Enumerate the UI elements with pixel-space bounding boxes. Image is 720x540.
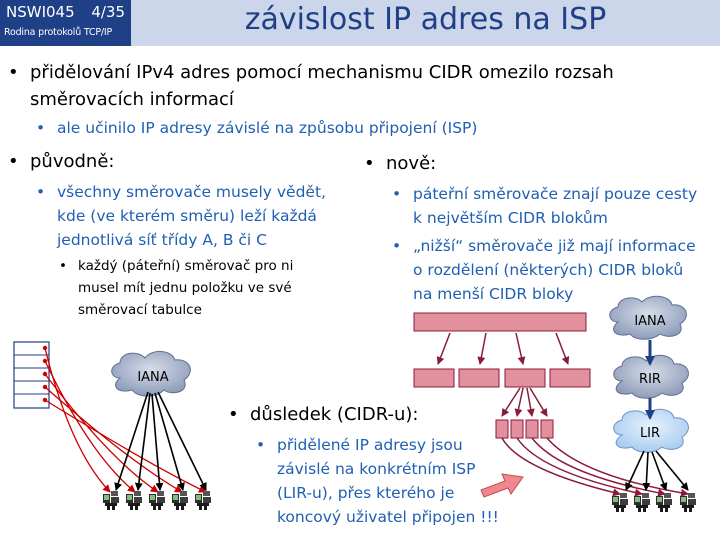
bullet-dot: • [8,151,19,172]
puvodne-detail-line3: směrovací tabulce [78,302,202,318]
routing-table-arrows [44,347,207,493]
dusledek-line4: koncový uživatel připojen !!! [277,508,499,526]
iana-right-label: IANA [634,314,665,329]
puvodne-line1: všechny směrovače musely vědět, [57,183,326,201]
lir-label: LIR [640,426,660,441]
nove-line3: „nižší“ směrovače již mají informace [413,237,696,255]
computer-icon [172,491,188,510]
slide-header: NSWI045 4/35 Rodina protokolů TCP/IP záv… [0,0,720,46]
pointer-arrow [480,473,524,498]
puvodne-detail-line2: musel mít jednu položku ve své [78,280,292,296]
bullet-cidr-line1: přidělování IPv4 adres pomocí mechanismu… [30,62,614,83]
dusledek-line1: přidělené IP adresy jsou [277,436,463,454]
computer-icon [103,491,119,510]
bullet-dot: • [36,119,46,137]
iana-left-label: IANA [137,370,168,385]
nove-line2: k největším CIDR blokům [413,209,608,227]
heading-dusledek: důsledek (CIDR-u): [250,404,419,425]
dusledek-line3: (LIR-u), přes kterého je [277,484,455,502]
bullet-isp-dependence: ale učinilo IP adresy závislé na způsobu… [57,119,478,137]
lir-arrows [625,450,689,491]
rir-label: RIR [639,372,661,387]
heading-nove: nově: [386,153,437,174]
course-subtitle: Rodina protokolů TCP/IP [4,27,112,38]
lir-cloud: LIR [613,408,689,453]
computer-icon [126,491,142,510]
dusledek-line2: závislé na konkrétním ISP [277,460,476,478]
computer-icon [195,491,211,510]
nove-line5: na menší CIDR bloky [413,285,574,303]
bullet-dot: • [364,153,375,174]
bullet-dot: • [256,436,266,454]
iana-cloud-right: IANA [609,295,687,340]
computer-icon [656,493,672,512]
heading-puvodne: původně: [30,151,115,172]
slide-number: 4/35 [91,3,125,21]
right-end-users [612,493,696,512]
puvodne-line2: kde (ve kterém směru) leží každá [57,207,317,225]
nove-line1: páteřní směrovače znají pouze cesty [413,185,698,203]
rir-cloud: RIR [613,354,689,399]
bullet-dot: • [392,185,402,203]
course-code: NSWI045 [6,3,75,21]
bullet-dot: • [228,404,239,425]
computer-icon [680,493,696,512]
computer-icon [634,493,650,512]
bullet-dot: • [59,258,67,274]
nove-line4: o rozdělení (některých) CIDR bloků [413,261,684,279]
routing-table [13,341,50,409]
cidr-blocks [413,312,591,439]
course-box: NSWI045 4/35 Rodina protokolů TCP/IP [0,0,131,46]
bullet-dot: • [8,62,19,83]
iana-cloud-left: IANA [111,351,191,397]
puvodne-line3: jednotlivá síť třídy A, B či C [57,231,267,249]
puvodne-detail-line1: každý (páteřní) směrovač pro ni [78,258,294,274]
bullet-dot: • [392,237,402,255]
left-end-users [103,491,211,510]
slide-title: závislost IP adres na ISP [244,2,607,37]
bullet-dot: • [36,183,46,201]
iana-left-arrows [114,391,207,491]
computer-icon [149,491,165,510]
bullet-cidr-line2: směrovacích informací [30,89,234,110]
computer-icon [612,493,628,512]
